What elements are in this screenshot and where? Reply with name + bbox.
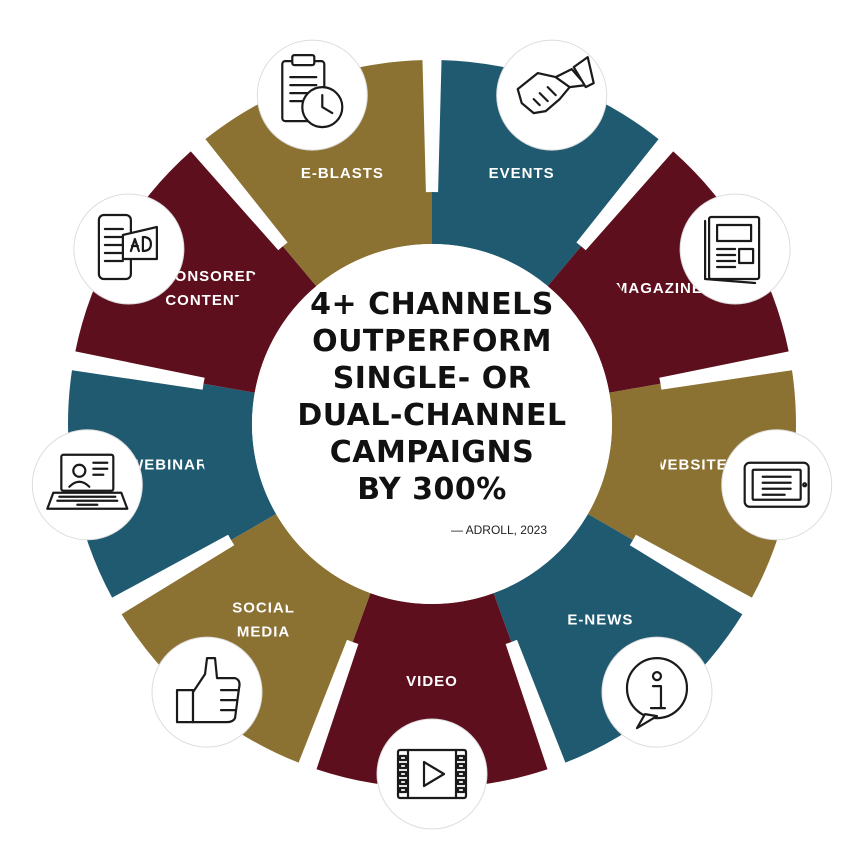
handshake-icon <box>496 39 608 151</box>
info-bubble-icon <box>601 636 713 748</box>
segment-video <box>316 611 548 788</box>
segment-label-video: VIDEO <box>406 673 458 690</box>
tablet-icon <box>721 429 833 541</box>
headline-line: BY 300% <box>357 472 507 507</box>
inner-ring-layer <box>199 192 665 656</box>
segment-label-e-blasts: E-BLASTS <box>301 165 384 182</box>
ring-arc-e-news <box>493 514 633 643</box>
headline-line: 4+ CHANNELS <box>310 287 554 322</box>
ring-arc-events <box>432 192 582 287</box>
segment-label-line: SOCIAL <box>232 600 295 617</box>
segment-label-line: WEBINARS <box>129 456 219 473</box>
segment-label-line: VIDEO <box>406 673 458 690</box>
headline-line: CAMPAIGNS <box>330 435 535 470</box>
film-play-icon <box>376 718 488 830</box>
ring-arc-webinars <box>199 383 277 540</box>
segment-label-line: MEDIA <box>237 624 290 641</box>
segment-label-line: E-BLASTS <box>301 165 384 182</box>
segment-label-line: CONTENT <box>165 292 245 309</box>
ring-arc-website <box>587 383 665 540</box>
headline-line: SINGLE- OR <box>333 361 532 396</box>
segment-label-webinars: WEBINARS <box>129 456 219 473</box>
segment-label-line: MAGAZINE <box>615 280 703 297</box>
laptop-presentation-icon <box>31 429 143 541</box>
segment-label-line: EVENTS <box>489 165 555 182</box>
source-citation: — ADROLL, 2023 <box>451 523 547 537</box>
icons-layer <box>31 39 833 830</box>
segment-label-website: WEBSITE <box>652 456 727 473</box>
headline-line: OUTPERFORM <box>312 324 552 359</box>
magazine-icon <box>679 193 791 305</box>
segment-label-line: WEBSITE <box>652 456 727 473</box>
segment-label-events: EVENTS <box>489 165 555 182</box>
ring-arc-e-blasts <box>282 192 432 287</box>
ring-arc-social-media <box>231 514 371 643</box>
segment-label-e-news: E-NEWS <box>567 612 633 629</box>
segment-label-social-media: SOCIAL MEDIA <box>232 600 295 641</box>
ring-arc-video <box>352 593 512 656</box>
ring-arc-sponsored-content <box>203 246 317 393</box>
headline-line: DUAL-CHANNEL <box>297 398 566 433</box>
ring-arc-magazine <box>547 246 661 393</box>
segment-label-line: E-NEWS <box>567 612 633 629</box>
phone-ad-icon <box>73 193 185 305</box>
segment-label-magazine: MAGAZINE <box>615 280 703 297</box>
thumbs-up-icon <box>151 636 263 748</box>
center-disc <box>252 244 612 604</box>
clipboard-clock-icon <box>256 39 368 151</box>
